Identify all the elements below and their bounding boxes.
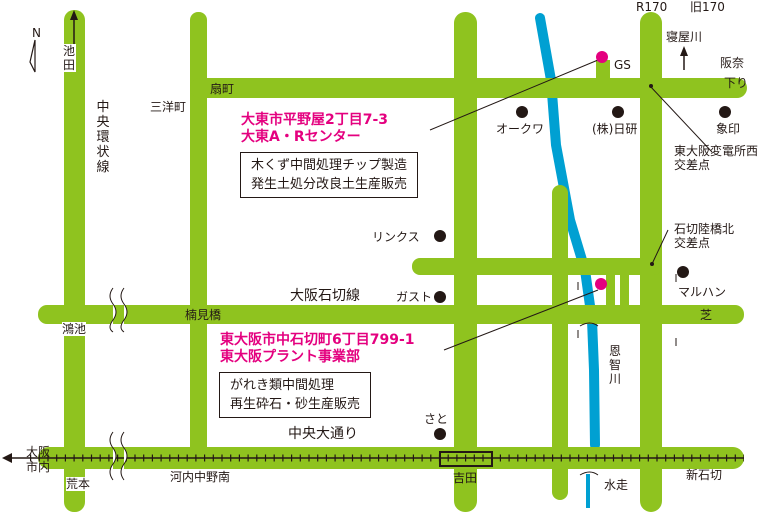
road-ogimachi-north-south <box>190 12 207 462</box>
label-aramoto: 荒本 <box>66 477 91 491</box>
road-ogimachi <box>190 78 747 98</box>
label-konoike: 鴻池 <box>62 322 87 336</box>
label-onchi-river: 恩智川 <box>608 344 621 386</box>
location2-services: がれき類中間処理 再生砕石・砂生産販売 <box>219 372 372 418</box>
road-stub-1 <box>606 275 615 307</box>
road-gs-spur <box>596 60 610 82</box>
label-r170: R170 <box>636 0 668 14</box>
rinkusu-dot <box>434 230 446 242</box>
bridge-point <box>650 262 654 266</box>
label-chuo-kanjo: 中央環状線 <box>96 100 110 175</box>
label-bridge-1: 石切陸橋北 <box>674 222 735 236</box>
compass-icon <box>29 39 36 73</box>
maruhan-dot <box>677 266 689 278</box>
label-substation-1: 東大阪変電所西 <box>674 144 759 158</box>
sato-dot <box>434 428 446 440</box>
nikken-dot <box>612 106 624 118</box>
location2-service1: がれき類中間処理 <box>230 378 335 393</box>
river-bridge-bracket <box>579 322 599 476</box>
label-nikken: (株)日研 <box>592 122 638 136</box>
label-chuo-odori: 中央大通り <box>288 426 358 442</box>
callout-substation <box>649 85 713 153</box>
label-bridge-2: 交差点 <box>674 236 711 250</box>
label-gusto: ガスト <box>396 290 433 304</box>
plant-marker <box>595 278 607 290</box>
north-arrow-head-icon <box>70 10 78 20</box>
label-zoin: 象印 <box>716 122 741 136</box>
gusto-dot <box>434 291 446 303</box>
road-chuo-kanjo <box>64 10 85 512</box>
break-mark-icon <box>109 287 128 333</box>
label-okuwa: オークワ <box>496 122 545 136</box>
label-shiba: 芝 <box>700 308 713 322</box>
label-rinkusu: リンクス <box>372 230 420 244</box>
label-osaka: 大阪 <box>26 445 51 459</box>
label-kusumibashi: 楠見橋 <box>185 308 222 322</box>
location2-address: 東大阪市中石切町6丁目799-1 <box>220 332 415 348</box>
west-arrow-icon <box>2 453 12 463</box>
label-shinai: 市内 <box>26 460 51 474</box>
label-ogimachi: 扇町 <box>210 82 235 96</box>
road-ishikiri-rikkyo <box>412 258 662 275</box>
label-gs: GS <box>614 58 631 72</box>
location1-address: 大東市平野屋2丁目7-3 <box>241 112 389 128</box>
label-old170: 旧170 <box>690 0 725 14</box>
compass-label: N <box>32 26 41 40</box>
location2-name: 東大阪プラント事業部 <box>220 349 360 365</box>
label-yoshida: 吉田 <box>453 471 478 485</box>
label-osaka-ishikiri: 大阪石切線 <box>290 288 360 304</box>
label-maruhan: マルハン <box>678 285 727 299</box>
label-shin-ishikiri: 新石切 <box>686 468 723 482</box>
callout-bridge <box>651 229 669 265</box>
label-neyagawa: 寝屋川 <box>666 30 703 44</box>
yoshida-station <box>439 451 493 467</box>
callout-line-1 <box>429 59 599 131</box>
callout-line-2 <box>443 289 599 351</box>
road-osaka-ishikiri <box>38 305 744 324</box>
label-hanna-kudari: 下り <box>724 76 749 90</box>
zoin-dot <box>719 106 731 118</box>
label-sanyo: 三洋町 <box>150 100 187 114</box>
okuwa-dot <box>516 106 528 118</box>
break-mark-icon <box>109 431 128 481</box>
overpass-bracket <box>577 274 677 346</box>
label-kawachi-nakano: 河内中野南 <box>170 470 231 484</box>
location1-service2: 発生土処分改良土生産販売 <box>251 177 408 192</box>
road-stub-2 <box>620 275 629 307</box>
label-ikeda: 池田 <box>62 44 76 72</box>
substation-point <box>649 84 653 88</box>
label-substation-2: 交差点 <box>674 158 711 172</box>
location1-service1: 木くず中間処理チップ製造 <box>251 158 408 173</box>
label-hanna: 阪奈 <box>720 56 745 70</box>
location1-services: 木くず中間処理チップ製造 発生土処分改良土生産販売 <box>240 152 419 198</box>
label-sato: さと <box>424 412 449 426</box>
location2-service2: 再生砕石・砂生産販売 <box>230 397 361 412</box>
location1-name: 大東A・Rセンター <box>241 129 361 145</box>
gs-marker <box>596 51 608 63</box>
label-mizuhashiri: 水走 <box>604 478 629 492</box>
north-arrow-head-icon <box>680 46 688 56</box>
